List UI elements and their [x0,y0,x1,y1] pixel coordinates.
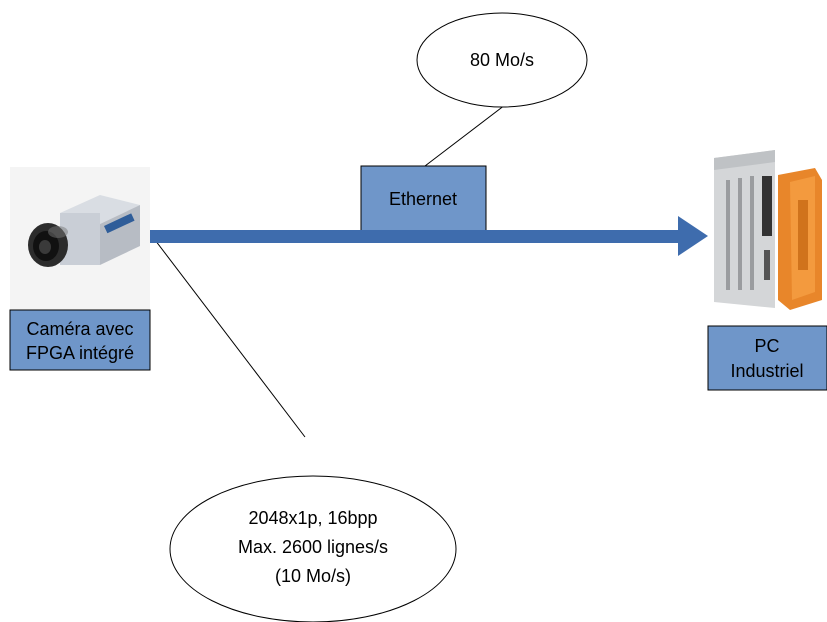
pc-label-box [707,325,827,391]
camera-label-box [9,309,151,371]
data-flow-arrow [150,216,708,256]
camera-spec-line2: Max. 2600 lignes/s [238,537,388,557]
ethernet-label-box [360,165,487,232]
camera-image [10,167,150,310]
camera-label-line2: FPGA intégré [26,343,134,363]
pc-label-line2: Industriel [730,361,803,381]
bandwidth-bubble [416,12,588,108]
bandwidth-callout-line [424,104,506,167]
bandwidth-text: 80 Mo/s [470,50,534,70]
spec-callout-line [151,235,306,438]
camera-spec-bubble [169,475,457,622]
pc-image [708,150,827,326]
camera-label-line1: Caméra avec [26,319,133,339]
camera-spec-line1: 2048x1p, 16bpp [248,508,377,528]
ethernet-label: Ethernet [389,189,457,209]
camera-spec-line3: (10 Mo/s) [275,566,351,586]
pc-label-line1: PC [754,336,779,356]
